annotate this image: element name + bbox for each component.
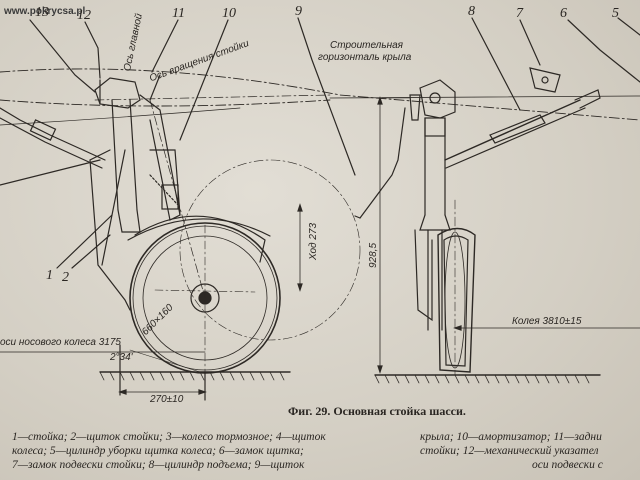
track-label: Колея 3810±15 bbox=[512, 316, 582, 327]
part-number-12: 12 bbox=[77, 8, 91, 23]
part-number-10: 10 bbox=[222, 6, 236, 21]
part-number-7: 7 bbox=[516, 6, 523, 21]
part-number-8: 8 bbox=[468, 4, 475, 19]
part-number-9: 9 bbox=[295, 4, 302, 19]
part-number-5: 5 bbox=[612, 6, 619, 21]
wing-line-label-2: горизонталь крыла bbox=[318, 52, 412, 63]
stroke-dimension-label: Ход 273 bbox=[308, 222, 319, 260]
nose-axis-label: оси носового колеса 3175 bbox=[0, 337, 121, 348]
height-dimension-label: 928,5 bbox=[368, 242, 379, 268]
legend-right-line: стойки; 12—механический указател bbox=[420, 445, 599, 457]
offset-label: 270±10 bbox=[150, 394, 184, 405]
wing-line-label-1: Строительная bbox=[330, 40, 403, 51]
right-strut bbox=[354, 67, 601, 373]
part-number-13: 13 bbox=[35, 5, 49, 20]
watermark-text: www.pokrycsa.pl bbox=[4, 6, 86, 17]
part-number-6: 6 bbox=[560, 6, 567, 21]
legend-right-line: оси подвески с bbox=[532, 459, 603, 471]
legend-left: 1—стойка; 2—щиток стойки; 3—колесо тормо… bbox=[12, 430, 326, 472]
figure-caption: Фиг. 29. Основная стойка шасси. bbox=[288, 404, 466, 418]
legend-right: крыла; 10—амортизатор; 11—задни стойки; … bbox=[420, 430, 603, 472]
part-number-1: 1 bbox=[46, 268, 53, 283]
part-number-11: 11 bbox=[172, 6, 185, 21]
left-strut bbox=[0, 74, 271, 311]
legend-left-line: 7—замок подвески стойки; 8—цилиндр подъе… bbox=[12, 459, 305, 471]
legend-left-line: колеса; 5—цилиндр уборки щитка колеса; 6… bbox=[12, 445, 304, 457]
angle-label: 2°34' bbox=[110, 352, 133, 363]
legend-right-line: крыла; 10—амортизатор; 11—задни bbox=[420, 431, 602, 443]
legend-left-line: 1—стойка; 2—щиток стойки; 3—колесо тормо… bbox=[12, 431, 326, 443]
part-number-2: 2 bbox=[62, 270, 69, 285]
